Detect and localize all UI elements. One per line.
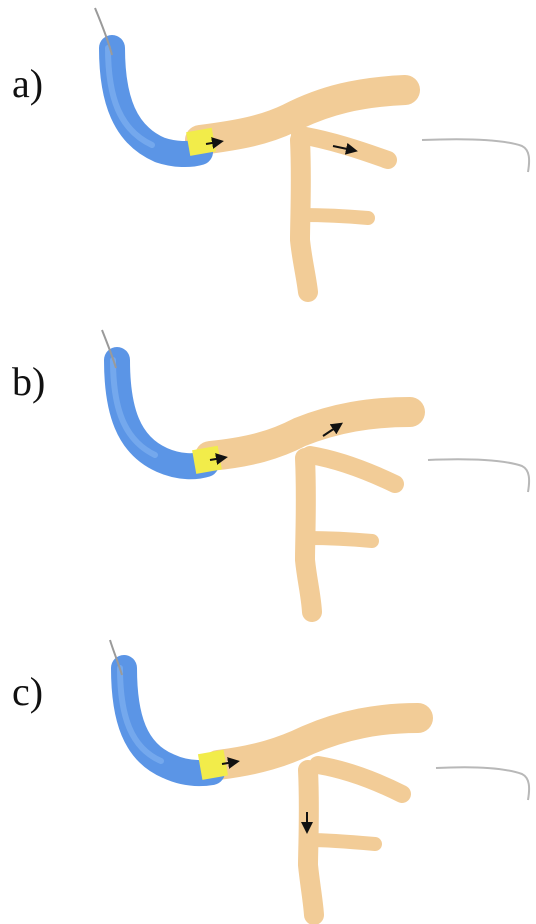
balloon: [198, 750, 228, 780]
vessel-tree: [218, 718, 418, 915]
balloon: [192, 446, 222, 474]
catheter: [120, 668, 228, 780]
side-branch: [302, 215, 368, 218]
side-branch: [310, 840, 375, 844]
diagram-b: [102, 330, 529, 612]
diagram-a: [95, 8, 529, 292]
exiting-wire: [436, 767, 529, 800]
catheter: [108, 48, 216, 156]
upper-right-branch: [318, 765, 402, 794]
exiting-wire: [428, 459, 529, 492]
balloon: [186, 128, 216, 156]
exiting-wire: [422, 139, 529, 172]
upper-right-branch: [310, 455, 395, 484]
vessel-tree: [200, 90, 405, 292]
catheter: [113, 360, 222, 474]
vessel-tree: [210, 412, 410, 612]
side-branch: [307, 538, 372, 541]
diagram-c: [110, 640, 529, 915]
